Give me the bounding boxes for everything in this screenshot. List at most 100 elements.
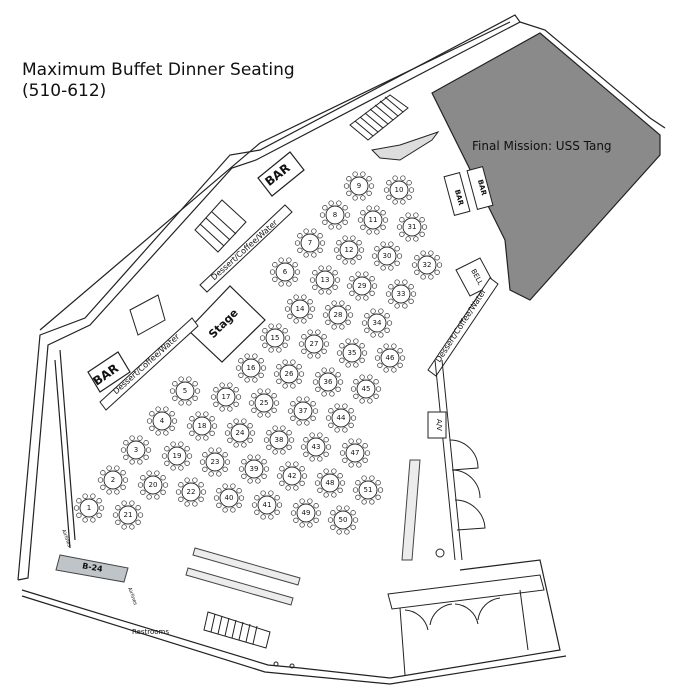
chair (388, 265, 394, 271)
chair (272, 425, 278, 431)
table-number: 2 (111, 476, 115, 484)
chair (388, 241, 394, 247)
chair (266, 430, 272, 436)
table-33: 33 (385, 279, 417, 309)
table-top (402, 217, 422, 237)
chair (192, 501, 198, 507)
chair (434, 269, 440, 275)
chair (363, 295, 369, 301)
chair (355, 494, 361, 500)
chair (222, 452, 228, 458)
chair (293, 517, 299, 523)
chair (385, 291, 392, 297)
chair (73, 505, 80, 511)
chair (325, 415, 332, 421)
chair (345, 305, 351, 311)
table-top (417, 255, 437, 275)
chair (310, 415, 316, 421)
chair (262, 328, 268, 334)
table-41: 41 (251, 490, 283, 520)
stairs-bottom (203, 611, 271, 649)
chair (227, 406, 233, 412)
chair (172, 381, 178, 387)
chair (233, 418, 239, 424)
chair (293, 318, 299, 324)
chair (346, 176, 352, 182)
table-top (167, 446, 187, 466)
chair (428, 250, 434, 256)
chair (209, 416, 215, 422)
chair (112, 512, 119, 518)
table-top (391, 284, 411, 304)
chair (208, 471, 214, 477)
chair (257, 388, 263, 394)
table-number: 39 (250, 465, 259, 473)
chair (331, 300, 337, 306)
chair (313, 503, 319, 509)
table-top (279, 364, 299, 384)
chair (348, 438, 354, 444)
chair (377, 348, 383, 354)
chair (336, 240, 342, 246)
chair (345, 319, 351, 325)
chair (189, 430, 195, 436)
chair (106, 465, 112, 471)
chair (307, 522, 313, 528)
table-10: 10 (383, 175, 415, 205)
table-9: 9 (343, 171, 375, 201)
chair (321, 391, 327, 397)
chair (312, 270, 318, 276)
chair (161, 453, 168, 459)
table-number: 51 (364, 486, 373, 494)
table-top (304, 334, 324, 354)
chair (184, 501, 190, 507)
table-top (152, 411, 172, 431)
chair (315, 329, 321, 335)
table-25: 25 (248, 388, 280, 418)
chair (420, 250, 426, 256)
table-number: 16 (247, 364, 256, 372)
chair (186, 376, 192, 382)
table-number: 6 (283, 268, 288, 276)
chair (210, 394, 217, 400)
chair (184, 446, 190, 452)
chair (336, 254, 342, 260)
chair (213, 387, 219, 393)
chair (317, 233, 323, 239)
b24-label: B-24 (82, 561, 104, 574)
table-number: 17 (222, 393, 231, 401)
chair (241, 442, 247, 448)
chair (178, 400, 184, 406)
chair (244, 353, 250, 359)
chair (377, 487, 384, 493)
chair (247, 454, 253, 460)
chair (293, 461, 299, 467)
chair (399, 355, 406, 361)
chair (258, 358, 264, 364)
chair (325, 319, 331, 325)
chair (380, 265, 386, 271)
chair (274, 509, 280, 515)
chair (301, 334, 307, 340)
chair (200, 489, 207, 495)
chair (386, 180, 392, 186)
table-top (257, 495, 277, 515)
chair (82, 493, 88, 499)
table-number: 15 (271, 334, 280, 342)
chair (90, 517, 96, 523)
table-number: 1 (87, 504, 91, 512)
chair (238, 495, 245, 501)
chair (230, 507, 236, 513)
table-top (143, 475, 163, 495)
chair (359, 374, 365, 380)
table-5: 5 (169, 376, 201, 406)
chair (287, 408, 294, 414)
table-top (315, 270, 335, 290)
table-number: 38 (275, 436, 284, 444)
stage: Stage (187, 285, 266, 363)
table-top (230, 423, 250, 443)
chair (252, 353, 258, 359)
chair (315, 353, 321, 359)
table-42: 42 (276, 461, 308, 491)
chair (366, 190, 372, 196)
